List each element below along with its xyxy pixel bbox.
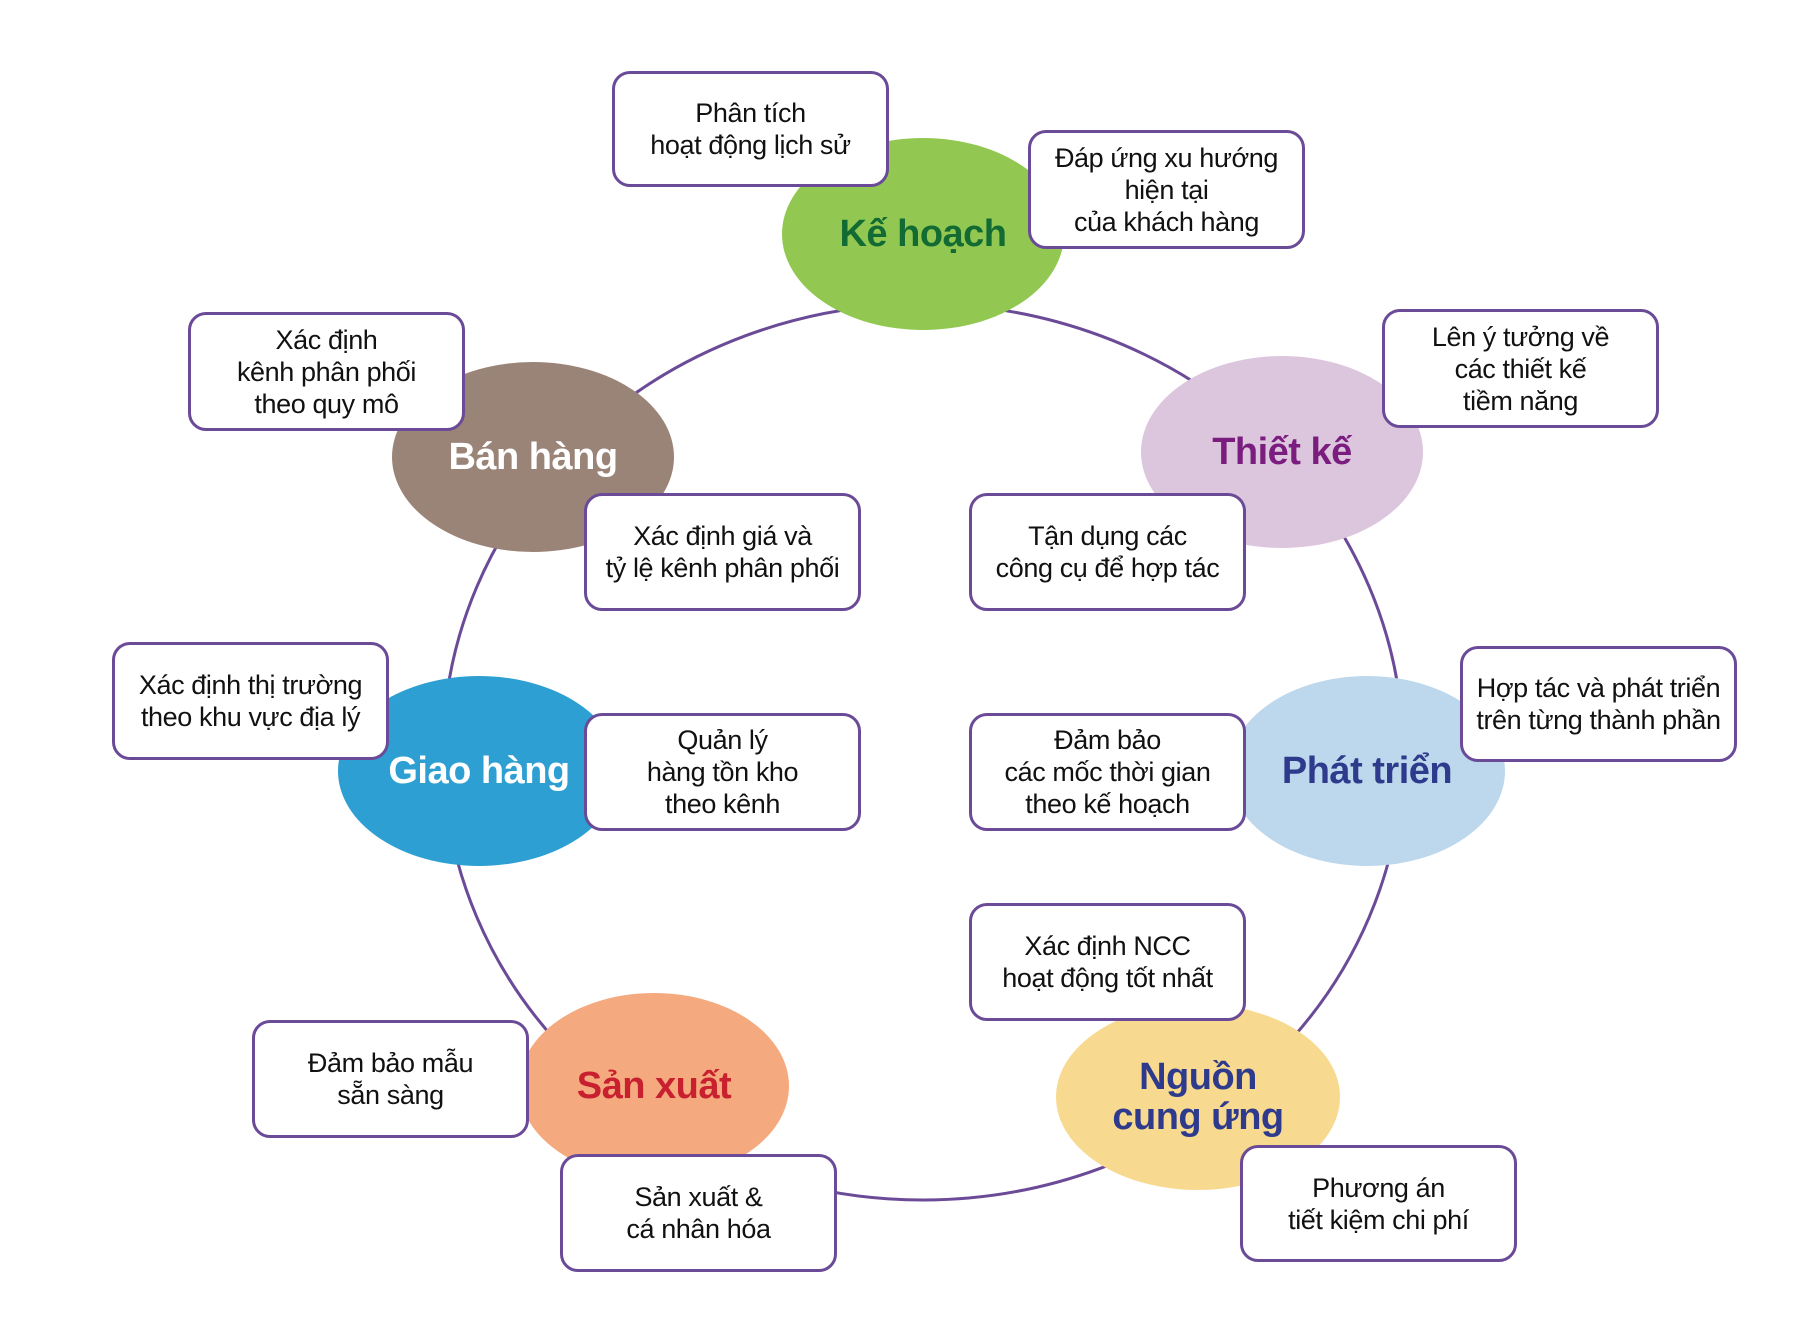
task-box-xac-dinh-ncc: Xác định NCC hoạt động tốt nhất: [969, 903, 1246, 1021]
task-box-xac-dinh-gia: Xác định giá và tỷ lệ kênh phân phối: [584, 493, 861, 611]
task-box-dam-bao-mau: Đảm bảo mẫu sẵn sàng: [252, 1020, 529, 1138]
task-box-phuong-an: Phương án tiết kiệm chi phí: [1240, 1145, 1517, 1262]
task-box-san-xuat-ca-nhan-hoa: Sản xuất & cá nhân hóa: [560, 1154, 837, 1272]
task-box-len-y-tuong: Lên ý tưởng về các thiết kế tiềm năng: [1382, 309, 1659, 428]
stage-node-ke-hoach: Kế hoạch: [782, 138, 1064, 330]
stage-node-san-xuat: Sản xuất: [519, 993, 789, 1179]
task-box-hop-tac: Hợp tác và phát triển trên từng thành ph…: [1460, 646, 1737, 762]
stage-node-phat-trien: Phát triển: [1229, 676, 1505, 866]
task-box-xac-dinh-thi-truong: Xác định thị trường theo khu vực địa lý: [112, 642, 389, 760]
task-box-phan-tich: Phân tích hoạt động lịch sử: [612, 71, 889, 187]
task-box-xac-dinh-kenh: Xác định kênh phân phối theo quy mô: [188, 312, 465, 431]
task-box-tan-dung: Tận dụng các công cụ để hợp tác: [969, 493, 1246, 611]
task-box-dam-bao-moc: Đảm bảo các mốc thời gian theo kế hoạch: [969, 713, 1246, 831]
task-box-quan-ly-ton-kho: Quản lý hàng tồn kho theo kênh: [584, 713, 861, 831]
task-box-dap-ung: Đáp ứng xu hướng hiện tại của khách hàng: [1028, 130, 1305, 249]
